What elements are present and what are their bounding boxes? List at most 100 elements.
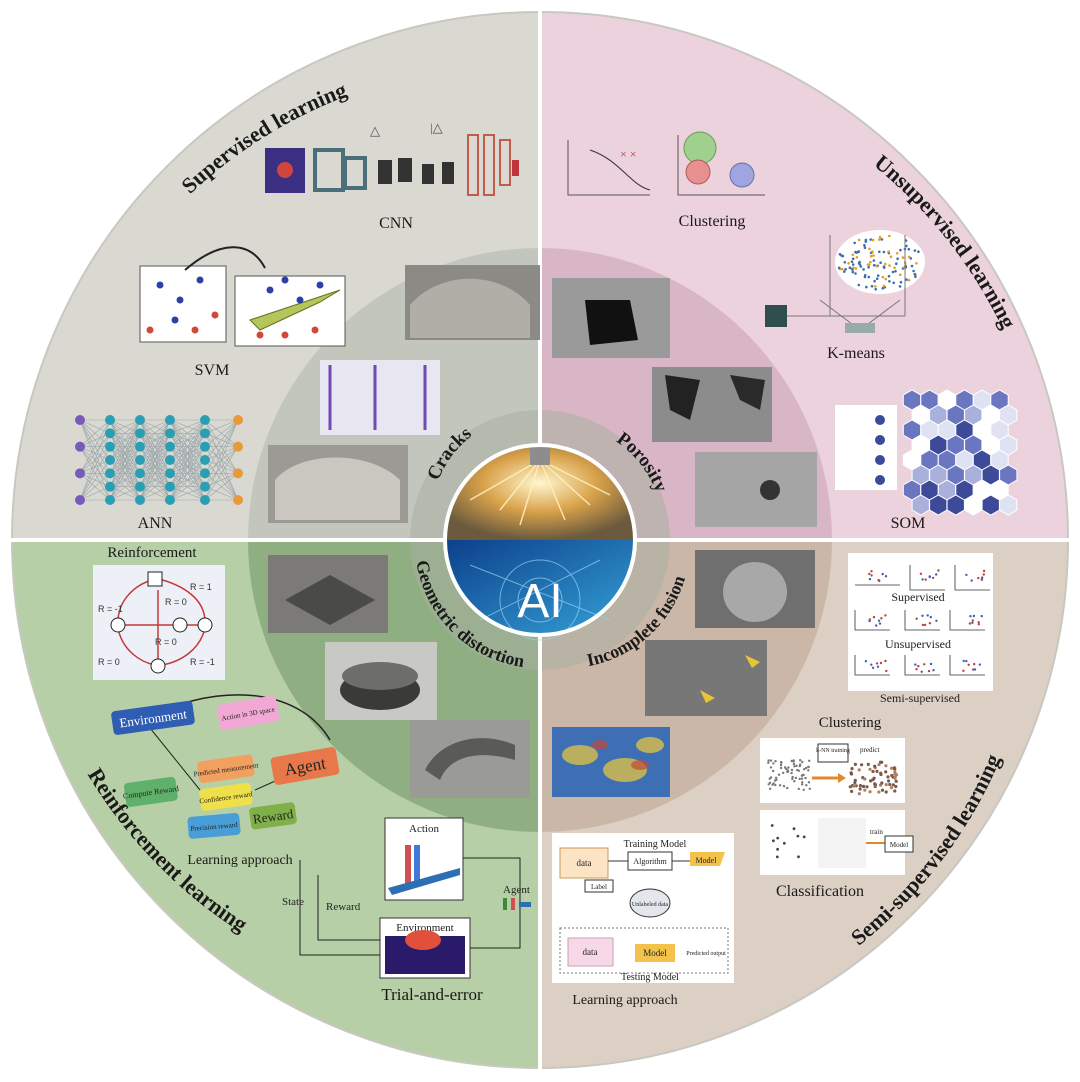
trial-action-label: Action [409, 823, 439, 835]
ann-node [200, 415, 210, 425]
trial-agent-label: Agent [503, 884, 530, 896]
ann-node [75, 415, 85, 425]
ann-node [200, 441, 210, 452]
method-som: SOM [891, 515, 926, 532]
ann-node [200, 428, 210, 439]
distortion-sample-photos [268, 555, 530, 798]
ann-node [165, 455, 175, 465]
fusion-sample-photos [552, 550, 815, 797]
ann-node [135, 481, 145, 492]
clustering-box-label: k-NN training [816, 748, 850, 754]
clustering-arrow-label: predict [860, 746, 879, 754]
training-model: Model [696, 856, 718, 865]
ann-node [135, 455, 145, 465]
training-data: data [577, 858, 592, 868]
trial-and-error-illustration: Action Environment State Reward Agent [282, 817, 531, 979]
testing-model-title: Testing Model [621, 972, 679, 983]
trial-state-label: State [282, 896, 304, 908]
ann-node [200, 455, 210, 465]
semi-clustering-illustration: k-NN training predict [760, 738, 905, 803]
reinforcement-learning-caption: Learning approach [187, 853, 292, 868]
method-kmeans: K-means [827, 345, 885, 362]
ann-node [105, 441, 115, 452]
graph-reward-6: R = -1 [190, 657, 215, 667]
method-svm: SVM [195, 362, 230, 379]
ann-node [165, 428, 175, 439]
training-unlabeled: Unlabeled data [632, 902, 668, 908]
ann-node [165, 415, 175, 425]
graph-reward-2: R = 0 [165, 597, 187, 607]
graph-reward-5: R = 0 [98, 657, 120, 667]
trial-environment-label: Environment [396, 922, 453, 934]
ann-node [75, 468, 85, 479]
ann-node [105, 495, 115, 505]
panel-label-supervised: Supervised [891, 590, 944, 604]
ann-node [135, 428, 145, 439]
training-algorithm: Algorithm [633, 857, 667, 866]
ann-node [75, 441, 85, 452]
semi-supervised-panel: Supervised Unsupervised Semi-supervised [848, 553, 993, 705]
ann-node [165, 441, 175, 452]
ann-node [105, 468, 115, 479]
clustering-illustration: × × [567, 131, 765, 196]
center-label: AI [517, 575, 562, 628]
ann-node [135, 415, 145, 425]
classification-arrow-label: train [870, 828, 883, 836]
svg-text:|△: |△ [430, 120, 443, 135]
cnn-illustration: △ |△ [265, 120, 519, 196]
reinforcement-panel-title: Reinforcement [107, 545, 197, 561]
ann-node [135, 468, 145, 479]
semi-learning-caption: Learning approach [572, 993, 677, 1008]
som-illustration [835, 389, 1018, 516]
ann-node [105, 455, 115, 465]
ann-node [165, 468, 175, 479]
training-model-title: Training Model [624, 839, 687, 850]
ann-node [135, 495, 145, 505]
ann-node [105, 481, 115, 492]
panel-label-unsupervised: Unsupervised [885, 637, 951, 651]
flow-node-reward: Reward [252, 806, 295, 827]
classification-box-label: Model [890, 841, 908, 849]
trial-caption: Trial-and-error [381, 985, 483, 1004]
ann-node [233, 415, 243, 425]
ann-node [165, 495, 175, 505]
method-ann: ANN [138, 515, 173, 532]
ann-node [233, 495, 243, 505]
ann-node [135, 441, 145, 452]
semi-clustering-caption: Clustering [819, 715, 882, 731]
svg-text:× ×: × × [620, 147, 637, 161]
ann-illustration [75, 415, 243, 505]
svg-text:△: △ [370, 123, 380, 138]
ann-node [105, 415, 115, 425]
reinforcement-graph: R = 1 R = 0 R = -1 R = 0 R = 0 R = -1 [93, 565, 225, 680]
panel-label-semi: Semi-supervised [880, 691, 960, 705]
semi-classification-illustration: Model train [760, 810, 914, 875]
graph-reward-3: R = -1 [98, 604, 123, 614]
reinforcement-flow: Environment Action in 3D space Agent Pre… [111, 694, 340, 839]
ann-node [105, 428, 115, 439]
ann-node [200, 481, 210, 492]
kmeans-illustration [765, 230, 925, 333]
svm-illustration [139, 246, 346, 347]
testing-data: data [583, 947, 598, 957]
crack-sample-photos [268, 265, 540, 523]
testing-model: Model [643, 948, 667, 958]
ann-node [233, 441, 243, 452]
ann-node [75, 495, 85, 505]
porosity-sample-photos [552, 278, 817, 527]
method-cnn: CNN [379, 215, 413, 232]
semi-learning-approach: Training Model data Algorithm Model Labe… [552, 833, 734, 983]
trial-reward-label: Reward [326, 901, 361, 913]
ann-node [233, 468, 243, 479]
method-clustering: Clustering [679, 213, 746, 230]
graph-reward-4: R = 0 [155, 637, 177, 647]
ann-node [165, 481, 175, 492]
graph-reward-1: R = 1 [190, 582, 212, 592]
ann-node [200, 495, 210, 505]
semi-classification-caption: Classification [776, 883, 864, 900]
center-image: AI [443, 443, 637, 641]
testing-output: Predicted output [686, 951, 726, 957]
training-label: Label [591, 883, 607, 891]
